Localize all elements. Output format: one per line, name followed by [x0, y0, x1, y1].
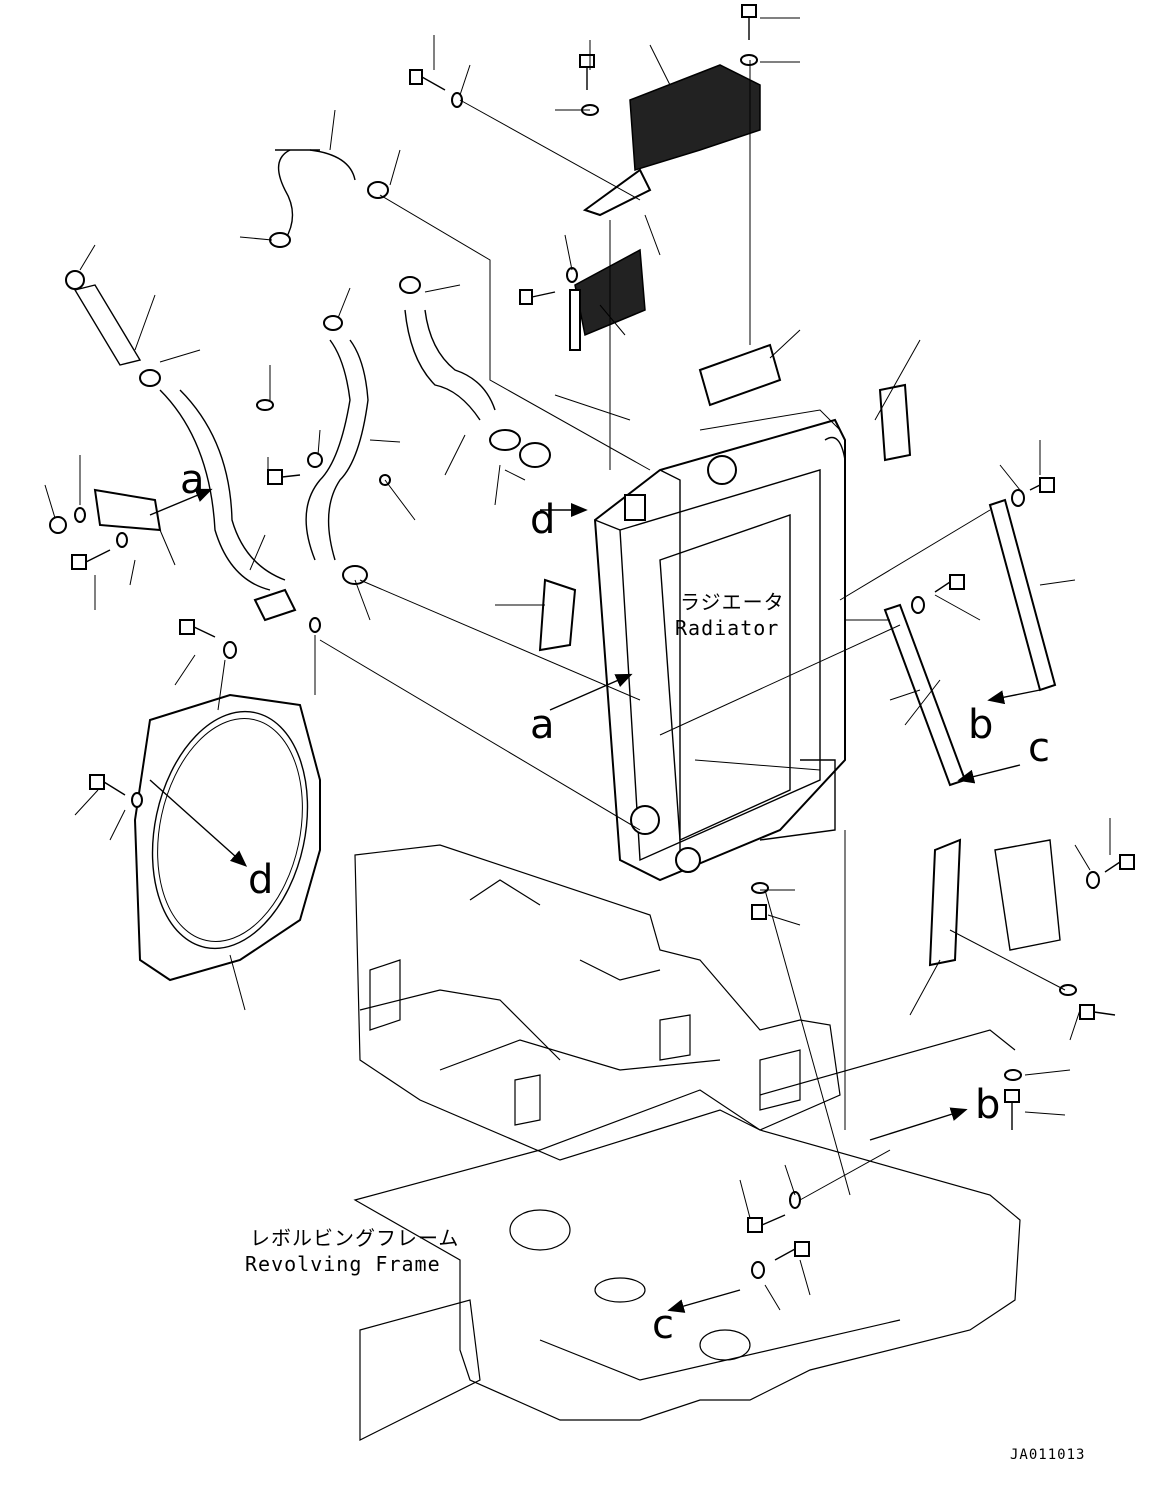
drawing-code: JA011013 [1010, 1447, 1086, 1463]
radiator-label-jp: ラジエータ [680, 590, 785, 614]
fan-shroud [133, 693, 321, 982]
hoses [73, 149, 496, 622]
ref-letter-a-top: a [180, 457, 205, 503]
ref-letter-b-stay: b [968, 702, 994, 748]
ref-letter-b-frame: b [975, 1082, 1001, 1128]
ref-letter-c-frame: c [652, 1302, 674, 1348]
frame-label-jp: レボルビングフレーム [250, 1226, 460, 1250]
ref-letter-c-stay: c [1028, 725, 1050, 771]
ref-letter-a-radiator: a [530, 702, 555, 748]
leader-lines [44, 17, 1111, 1311]
stays [93, 488, 1061, 967]
revolving-frame [353, 844, 1021, 1441]
ref-letter-d-shroud: d [248, 857, 274, 903]
ref-letter-d-radiator: d [530, 497, 556, 543]
fasteners [49, 4, 1135, 1279]
radiator-assembly [538, 383, 912, 882]
reference-arrows [149, 488, 1041, 1313]
radiator-label-en: Radiator [675, 616, 780, 640]
frame-label-en: Revolving Frame [245, 1252, 441, 1276]
upper-cover-parts [569, 64, 782, 407]
